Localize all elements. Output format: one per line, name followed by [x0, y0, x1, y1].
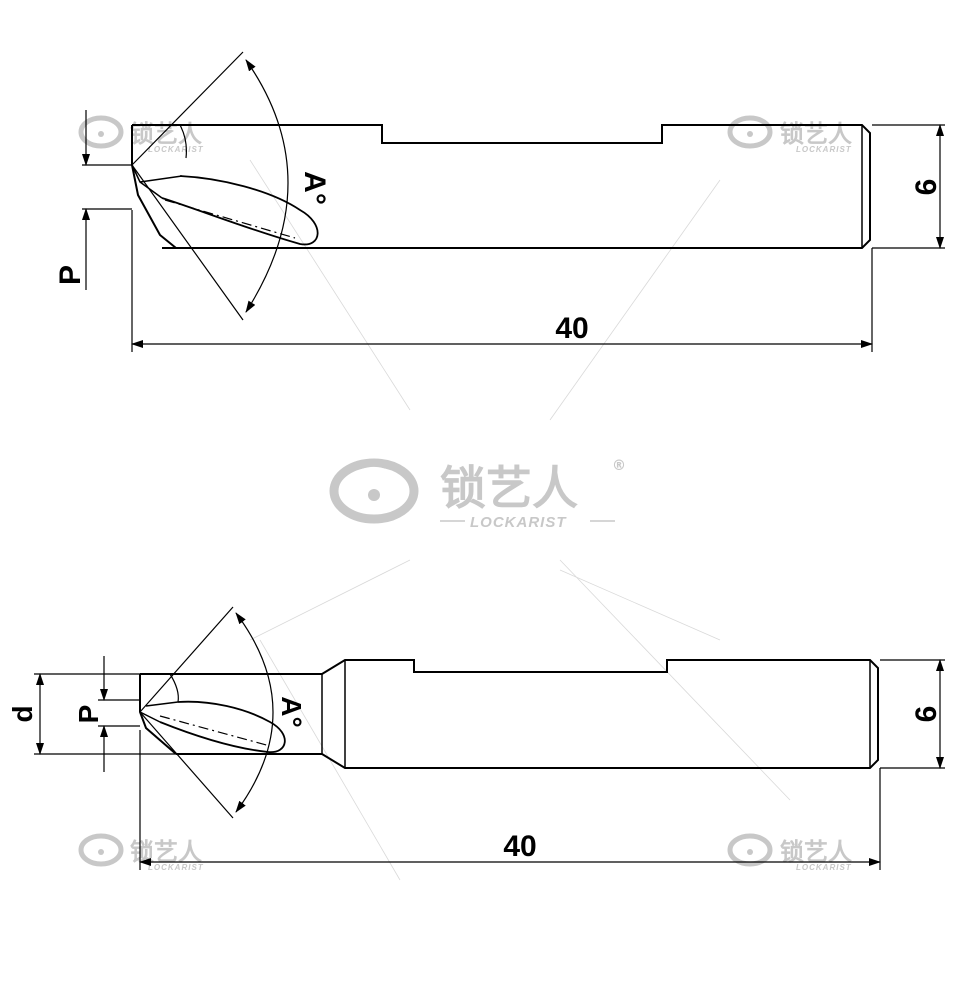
watermark-logo-top-left: 锁艺人 LOCKARIST	[78, 115, 204, 154]
angle-label: A°	[298, 171, 331, 205]
watermark-brand-cn: 锁艺人	[440, 461, 578, 515]
tool-neck-outline	[140, 659, 879, 769]
watermark-brand-en: LOCKARIST	[796, 863, 852, 872]
flute	[161, 175, 319, 246]
angle-arc	[245, 59, 289, 313]
angle-arc	[235, 612, 274, 813]
angle-label: A°	[276, 696, 307, 727]
length-label: 40	[503, 830, 536, 863]
watermark-brand-en: LOCKARIST	[796, 145, 852, 154]
watermark-logo-top-right: 锁艺人 LOCKARIST	[727, 115, 852, 154]
diameter-label: 6	[910, 706, 943, 723]
diagram-bottom-dimensions	[34, 612, 945, 870]
watermark-brand-en: LOCKARIST	[148, 145, 204, 154]
cutting-tip	[139, 674, 177, 755]
tool-body-outline	[132, 124, 871, 249]
diagram-top-dimensions	[82, 59, 945, 352]
watermark-brand-en: LOCKARIST	[470, 514, 567, 531]
watermark-logo-center: 锁艺人 ® LOCKARIST	[329, 458, 626, 531]
d-label: d	[7, 705, 38, 722]
diagram-bottom	[139, 606, 879, 819]
watermark-logo-bottom-right: 锁艺人 LOCKARIST	[727, 833, 852, 872]
watermark-registered: ®	[612, 458, 626, 474]
diagram-bottom-labels: 40 6 A° P d	[7, 696, 943, 863]
point-label: P	[73, 705, 104, 724]
length-label: 40	[555, 312, 588, 345]
diagram-top	[131, 51, 871, 321]
watermark-brand-en: LOCKARIST	[148, 863, 204, 872]
point-label: P	[54, 265, 87, 285]
flute	[159, 700, 286, 753]
watermark-logo-bottom-left: 锁艺人 LOCKARIST	[78, 833, 204, 872]
diameter-label: 6	[910, 179, 943, 196]
cutting-tip	[131, 125, 177, 249]
diagram-top-labels: 40 6 A° P	[54, 171, 943, 345]
